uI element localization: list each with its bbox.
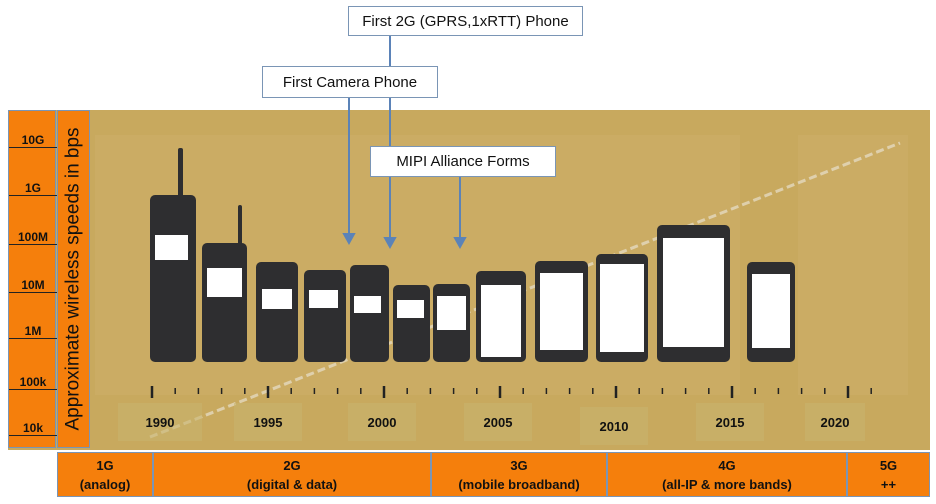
antenna (178, 148, 183, 198)
generation-4g: 4G(all-IP & more bands) (607, 452, 847, 497)
inner-panel-5g (798, 135, 908, 395)
antenna (238, 205, 242, 245)
phone-icon (747, 262, 795, 362)
phone-screen (540, 273, 583, 350)
year-label: 2005 (464, 403, 532, 441)
generation-2g: 2G(digital & data) (153, 452, 431, 497)
generation-1g: 1G(analog) (57, 452, 153, 497)
y-axis-label-column (57, 110, 90, 448)
arrow-icon (342, 233, 356, 246)
year-label: 2000 (348, 403, 416, 441)
phone-icon (535, 261, 588, 362)
generation-3g: 3G(mobile broadband) (431, 452, 607, 497)
phone-screen (663, 238, 724, 347)
phone-icon (304, 270, 346, 362)
phone-icon (393, 285, 430, 362)
arrow-icon (383, 237, 397, 250)
phone-body (393, 285, 430, 362)
year-label: 1990 (118, 403, 202, 441)
y-tick: 10M (9, 278, 57, 293)
phone-screen (752, 274, 790, 348)
phone-screen (600, 264, 644, 352)
year-label: 2020 (805, 403, 865, 441)
phone-icon (596, 254, 648, 362)
phone-body (304, 270, 346, 362)
year-ticks (150, 386, 872, 398)
phone-screen (397, 300, 424, 318)
phone-body (350, 265, 389, 362)
phone-icon (256, 262, 298, 362)
phone-icon (476, 271, 526, 362)
phones (150, 148, 795, 362)
y-tick: 100M (9, 230, 57, 245)
phone-screen (262, 289, 292, 309)
phone-screen (437, 296, 466, 330)
phone-body (256, 262, 298, 362)
phone-icon (202, 205, 247, 362)
phone-icon (150, 148, 196, 362)
callout-mipi: MIPI Alliance Forms (370, 146, 556, 177)
y-tick: 10k (9, 421, 57, 436)
y-axis-label: Approximate wireless speeds in bps (62, 127, 84, 431)
y-tick: 1M (9, 324, 57, 339)
year-label: 2015 (696, 403, 764, 441)
phone-icon (657, 225, 730, 362)
y-tick: 10G (9, 133, 57, 148)
callout-first-camera: First Camera Phone (262, 66, 438, 98)
phone-screen (207, 268, 242, 297)
arrow-icon (453, 237, 467, 250)
phone-icon (433, 284, 470, 362)
year-label: 1995 (234, 403, 302, 441)
phone-body (202, 243, 247, 362)
phone-screen (354, 296, 381, 313)
phone-body (150, 195, 196, 362)
year-label: 2010 (580, 407, 648, 445)
callout-first-2g: First 2G (GPRS,1xRTT) Phone (348, 6, 583, 36)
phone-screen (309, 290, 338, 308)
y-tick: 100k (9, 375, 57, 390)
phone-screen (155, 235, 188, 260)
phone-icon (350, 265, 389, 362)
y-tick: 1G (9, 181, 57, 196)
generation-5g: 5G++ (847, 452, 930, 497)
speed-tick-column: 10G 1G 100M 10M 1M 100k 10k (8, 110, 57, 448)
phone-screen (481, 285, 521, 357)
